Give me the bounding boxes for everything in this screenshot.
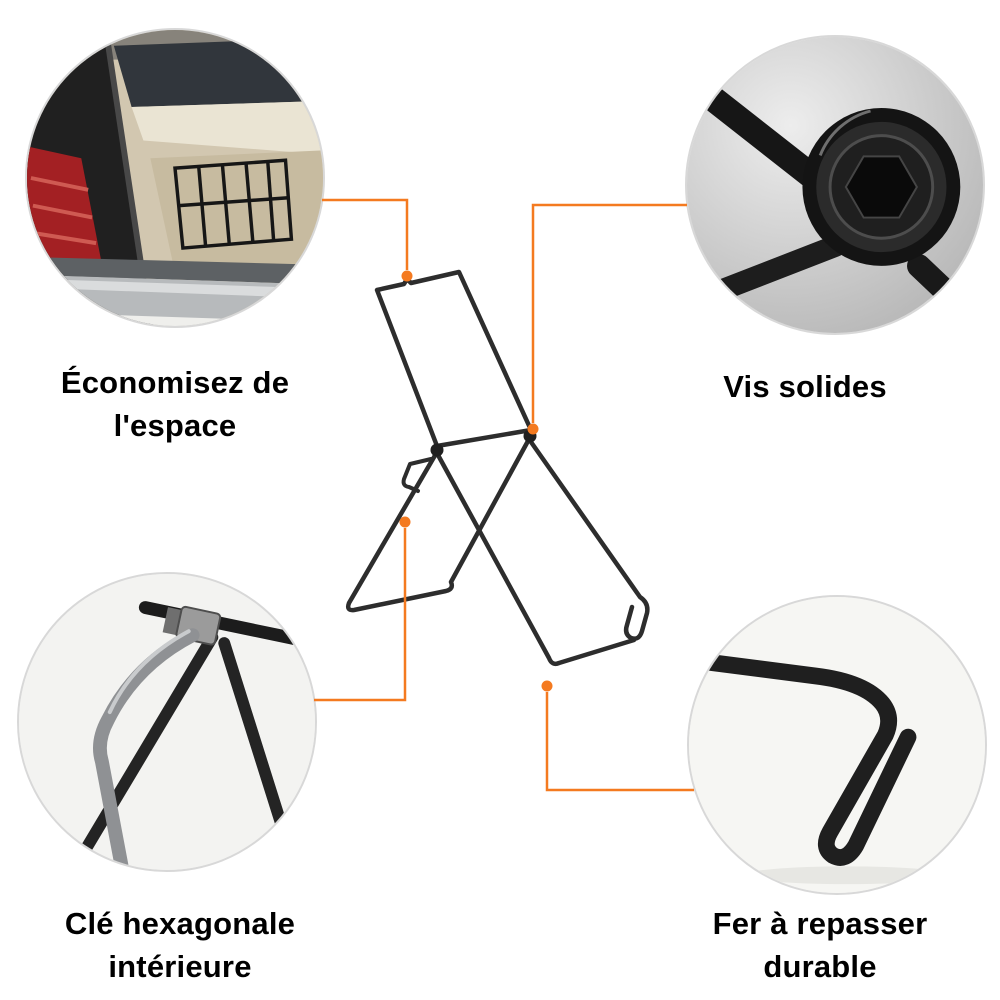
callout-connectors xyxy=(314,198,694,792)
feature-label-durable-iron: Fer à repasser durable xyxy=(712,906,928,984)
marker-dot-bottom-right xyxy=(541,680,553,692)
durable-wire-bend xyxy=(689,651,917,866)
marker-dot-top-left xyxy=(401,270,413,282)
hex-socket xyxy=(844,155,919,219)
marker-dot-top-right xyxy=(527,423,539,435)
connector-bottom-left xyxy=(314,528,407,702)
stand-back-leg-left xyxy=(435,452,637,667)
feature-label-hex-key: Clé hexagonale intérieure xyxy=(64,906,296,984)
connector-top-left xyxy=(322,198,409,270)
screw-closeup-photo xyxy=(685,35,985,335)
stand-top-frame xyxy=(374,269,534,449)
bent-wire-photo xyxy=(687,595,987,895)
feature-label-save-space: Économisez de l'espace xyxy=(60,365,290,443)
hex-key-rod xyxy=(93,628,200,870)
bent-wire-illustration xyxy=(689,597,985,893)
stored-rack-wireframe xyxy=(173,158,294,250)
feature-label-solid-screws: Vis solides xyxy=(723,369,887,404)
stand-crank-handle xyxy=(401,457,433,493)
marker-dot-bottom-left xyxy=(399,516,411,528)
connector-bottom-right xyxy=(545,692,694,792)
stand-front-legs xyxy=(345,438,531,613)
screw-closeup-illustration xyxy=(687,37,983,333)
stand-back-leg-loop xyxy=(528,439,650,641)
product-stand-illustration xyxy=(345,269,650,667)
connector-top-right xyxy=(531,203,687,423)
hex-key-photo xyxy=(17,572,317,872)
hex-key-illustration xyxy=(19,574,315,870)
hinge-bolt-left xyxy=(430,443,444,457)
